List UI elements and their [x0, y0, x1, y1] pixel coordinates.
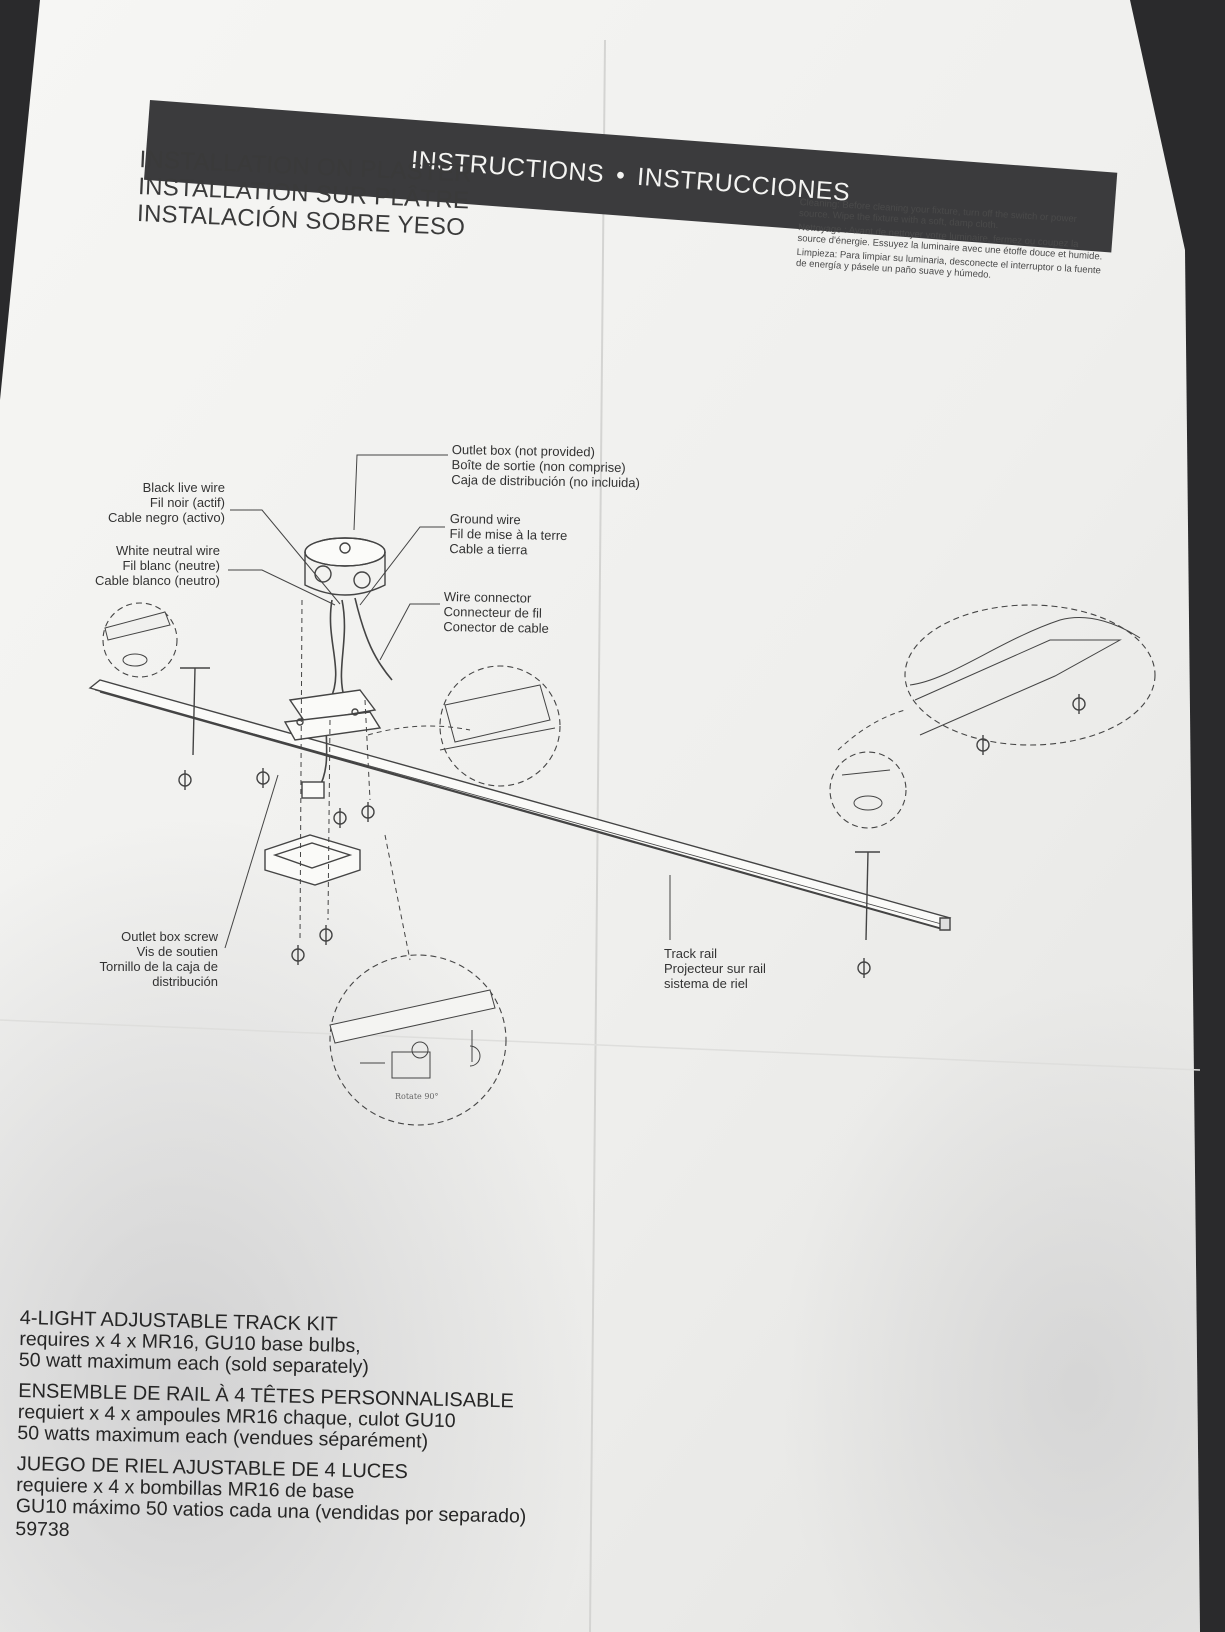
track-rail-fr: Projecteur sur rail: [664, 961, 766, 976]
label-black-wire: Black live wire Fil noir (actif) Cable n…: [80, 480, 225, 525]
leader-lines-drawing: [224, 454, 671, 949]
label-rotate: Rotate 90°: [395, 1092, 439, 1101]
outlet-screw-es-2: distribución: [152, 974, 218, 989]
product-description: 4-LIGHT ADJUSTABLE TRACK KIT requires x …: [15, 1307, 531, 1551]
label-track-rail: Track rail Projecteur sur rail sistema d…: [664, 946, 766, 991]
track-rail-es: sistema de riel: [664, 976, 748, 991]
product-es: JUEGO DE RIEL AJUSTABLE DE 4 LUCES requi…: [16, 1453, 528, 1528]
black-wire-es: Cable negro (activo): [107, 510, 225, 525]
label-white-wire: White neutral wire Fil blanc (neutre) Ca…: [70, 543, 220, 588]
track-rail-en: Track rail: [664, 946, 717, 961]
detail-callouts-drawing: [102, 602, 1156, 1126]
outlet-screw-fr: Vis de soutien: [136, 944, 218, 959]
wire-connector-es: Conector de cable: [443, 618, 549, 636]
screws-drawing: [178, 667, 1086, 978]
black-wire-en: Black live wire: [142, 480, 225, 495]
product-en: 4-LIGHT ADJUSTABLE TRACK KIT requires x …: [19, 1307, 531, 1382]
connector-cover-drawing: [264, 781, 361, 886]
guide-lines-drawing: [299, 599, 906, 961]
ground-wire-es: Cable a tierra: [449, 540, 528, 558]
label-outlet-box: Outlet box (not provided) Boîte de sorti…: [451, 442, 640, 490]
track-rail-drawing: [88, 679, 952, 931]
product-fr: ENSEMBLE DE RAIL À 4 TÊTES PERSONNALISAB…: [17, 1380, 529, 1455]
outlet-screw-es: Tornillo de la caja de: [99, 959, 218, 974]
white-wire-es: Cable blanco (neutro): [94, 573, 220, 588]
mounting-plate-drawing: [283, 689, 382, 741]
label-ground-wire: Ground wire Fil de mise à la terre Cable…: [449, 511, 568, 558]
label-outlet-box-screw: Outlet box screw Vis de soutien Tornillo…: [60, 929, 218, 989]
outlet-screw-en: Outlet box screw: [121, 929, 218, 944]
detail-contents-drawing: [104, 611, 1141, 1079]
outlet-box-drawing: [304, 537, 386, 596]
white-wire-en: White neutral wire: [115, 543, 220, 558]
white-wire-fr: Fil blanc (neutre): [122, 558, 220, 573]
label-wire-connector: Wire connector Connecteur de fil Conecto…: [443, 589, 549, 636]
black-wire-fr: Fil noir (actif): [149, 495, 225, 510]
